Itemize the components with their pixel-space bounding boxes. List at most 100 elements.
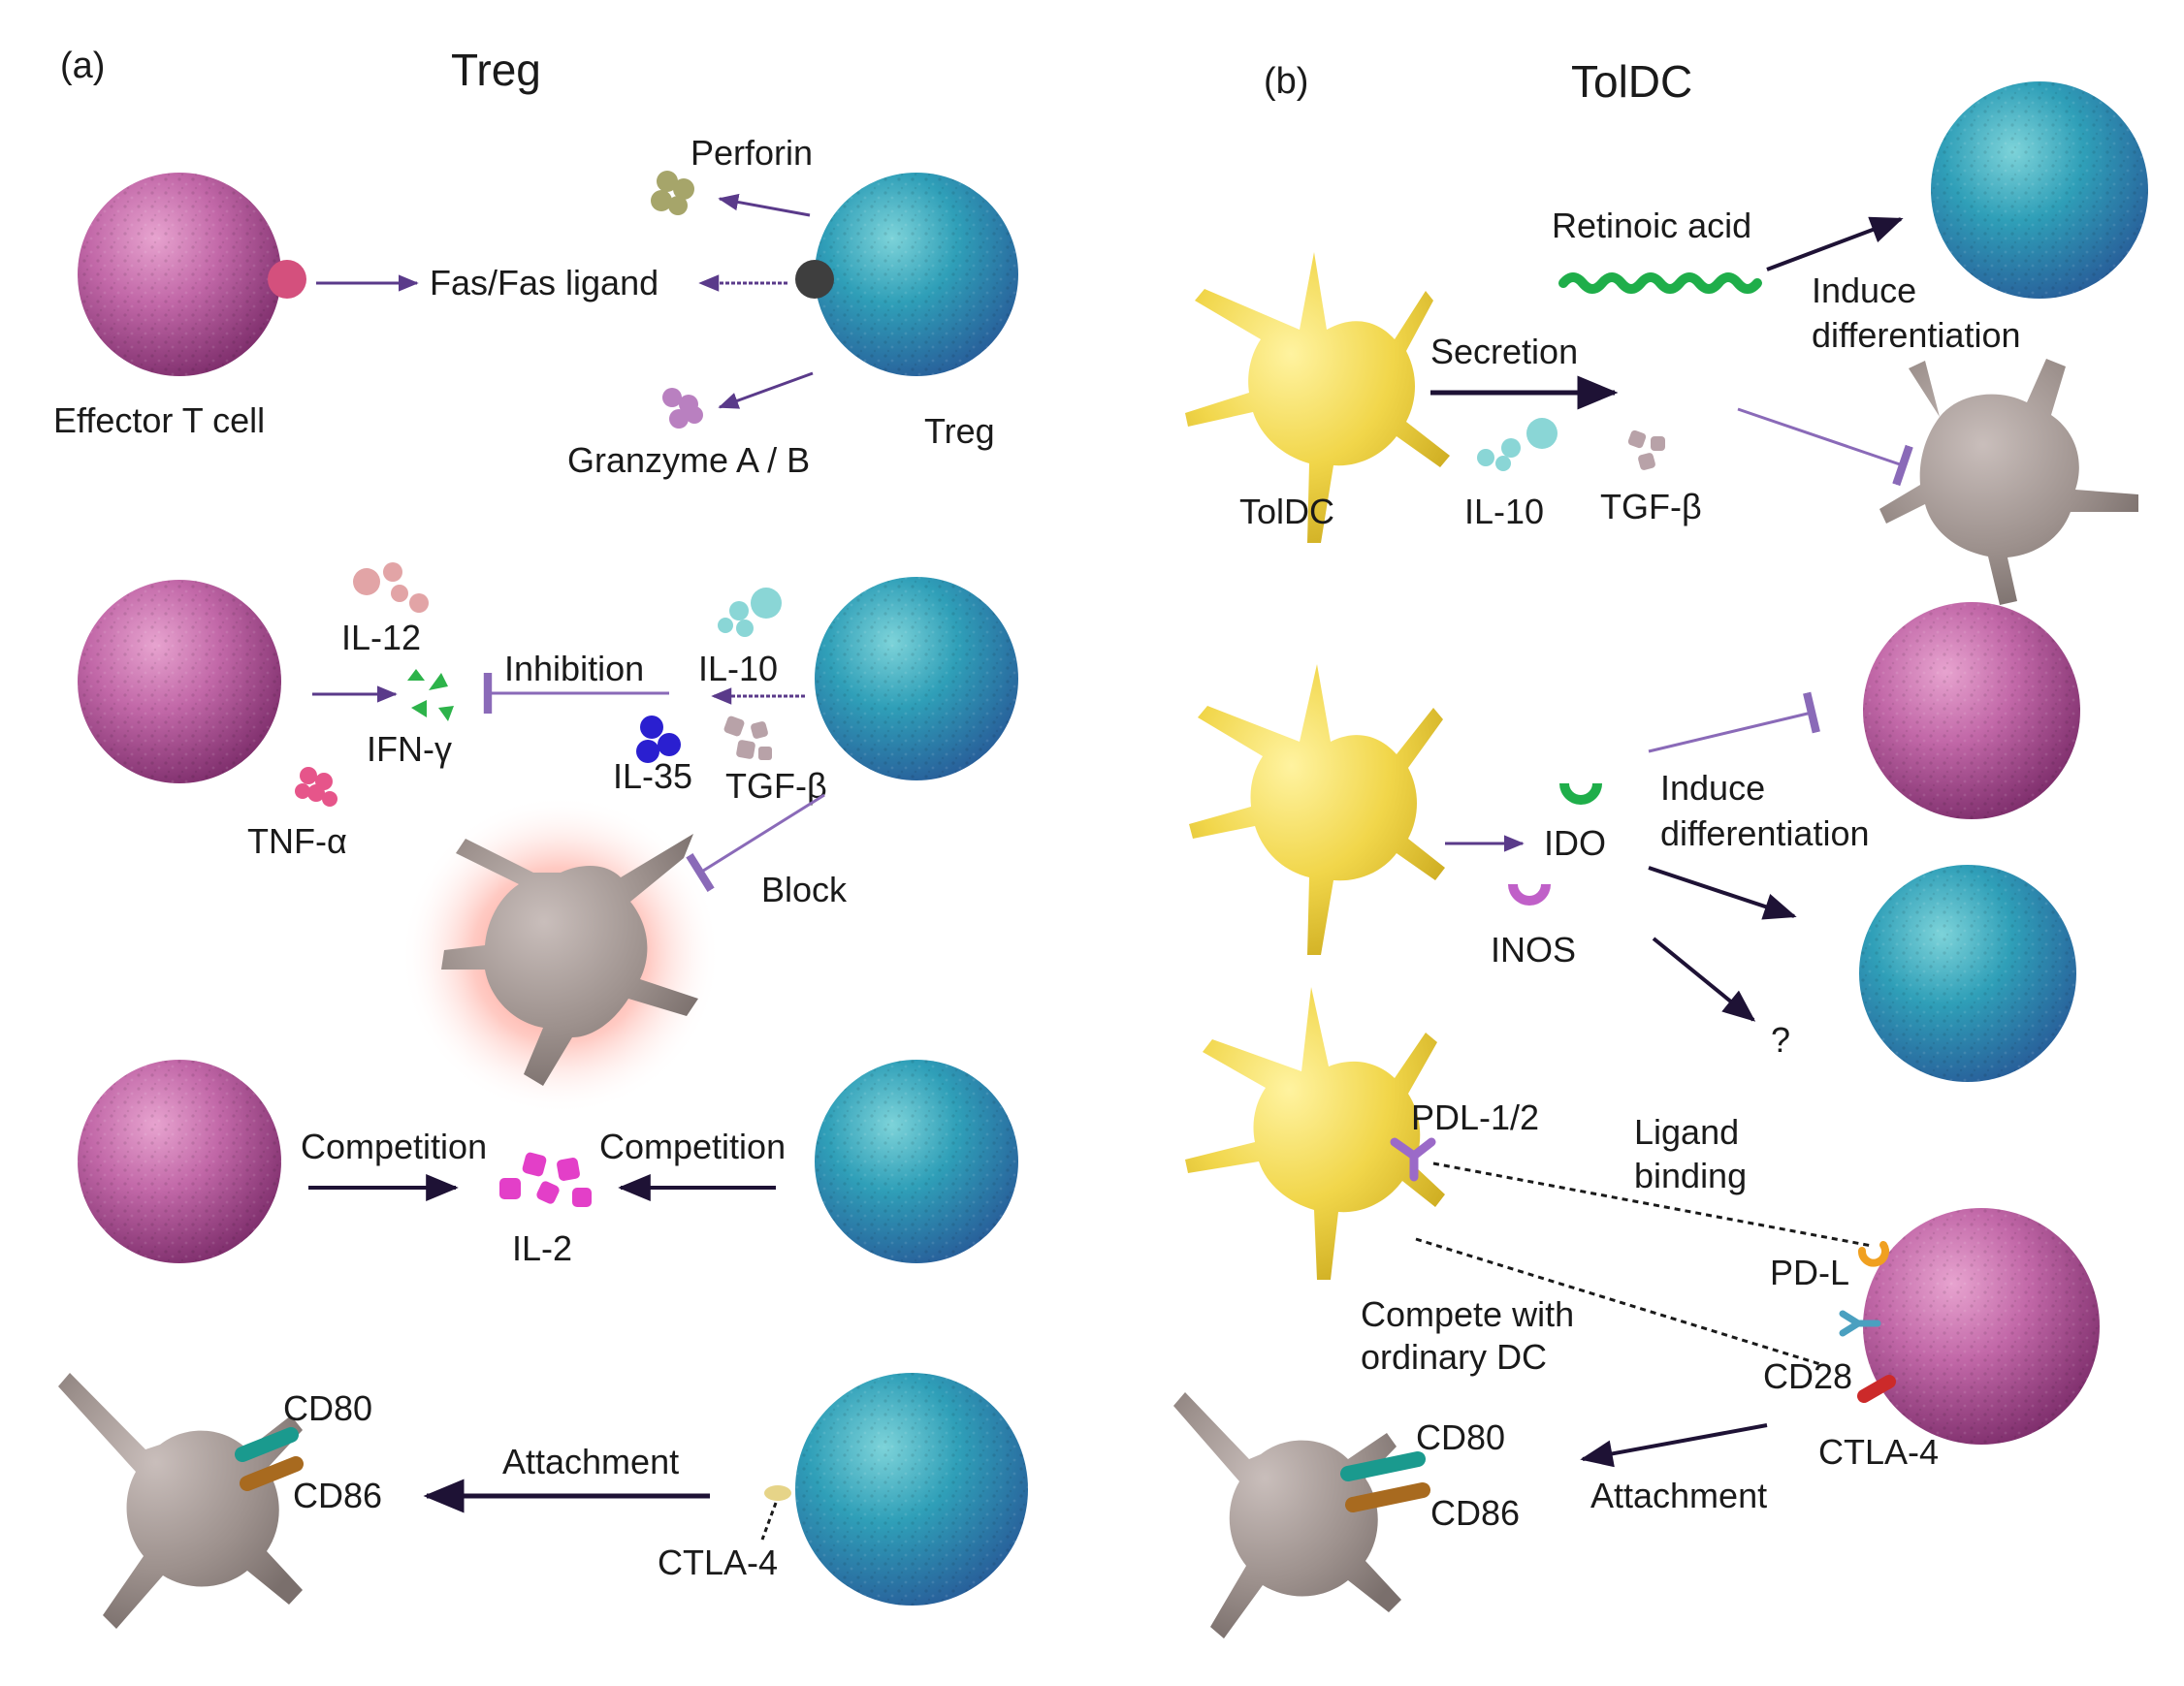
dendritic-cell-blocked bbox=[441, 834, 698, 1086]
il10-molecules-a bbox=[718, 588, 782, 637]
secretion-label: Secretion bbox=[1430, 332, 1578, 371]
panel-b-tag: (b) bbox=[1264, 61, 1308, 102]
ctla4-label-a: CTLA-4 bbox=[658, 1543, 778, 1582]
block-label: Block bbox=[761, 870, 848, 909]
cd80-label-a: CD80 bbox=[283, 1388, 372, 1428]
il10-molecules-b bbox=[1477, 418, 1558, 471]
cd28-receptor bbox=[1839, 1310, 1881, 1337]
fas-receptor bbox=[268, 260, 306, 299]
arrow-ido-to-unknown bbox=[1652, 937, 1756, 1022]
panel-a-tag: (a) bbox=[60, 46, 105, 86]
perforin-label: Perforin bbox=[691, 133, 813, 173]
pd-l-label: PD-L bbox=[1770, 1253, 1849, 1292]
inhibit-dc-line bbox=[1737, 407, 1913, 487]
fas-ligand-label: Fas/Fas ligand bbox=[430, 263, 658, 302]
effector-t-cell-3 bbox=[78, 1060, 281, 1263]
il10-label-a: IL-10 bbox=[698, 649, 778, 688]
ctla4-pointer-a bbox=[760, 1502, 778, 1541]
inos-molecule bbox=[1508, 884, 1551, 906]
cd80-receptor-a bbox=[235, 1427, 299, 1462]
tnf-alpha-molecules bbox=[295, 767, 337, 807]
retinoic-acid-molecule bbox=[1558, 272, 1762, 294]
arrow-attachment-b bbox=[1580, 1423, 1768, 1468]
cd86-receptor-b bbox=[1345, 1482, 1430, 1512]
cd80-receptor-b bbox=[1340, 1451, 1426, 1481]
arrow-retinoic-to-treg bbox=[1766, 216, 1904, 271]
il12-molecules bbox=[353, 562, 429, 613]
cd86-label-a: CD86 bbox=[293, 1476, 382, 1515]
treg-cell-3 bbox=[815, 1060, 1018, 1263]
tgf-beta-label-a: TGF-β bbox=[725, 766, 827, 806]
effector-t-cell-2 bbox=[78, 580, 281, 783]
compete-label: Compete with bbox=[1361, 1294, 1574, 1334]
granzyme-molecules bbox=[662, 388, 703, 429]
tgf-beta-label-b: TGF-β bbox=[1600, 487, 1702, 526]
cd28-label: CD28 bbox=[1763, 1356, 1852, 1396]
inhibit-effector-line bbox=[1648, 691, 1820, 753]
tgf-beta-molecules-a bbox=[723, 716, 772, 760]
pd-l-receptor bbox=[1858, 1241, 1889, 1267]
pdl-receptor bbox=[1390, 1137, 1436, 1182]
il2-label: IL-2 bbox=[512, 1228, 572, 1268]
toldc-cell-2 bbox=[1189, 664, 1445, 955]
ido-molecule bbox=[1559, 783, 1602, 805]
il10-label-b: IL-10 bbox=[1464, 492, 1544, 531]
panel-a-title: Treg bbox=[451, 45, 541, 95]
cd80-label-b: CD80 bbox=[1416, 1417, 1505, 1457]
effector-t-cell bbox=[78, 173, 281, 376]
toldc-cell-3 bbox=[1185, 987, 1445, 1280]
ordinary-dc-label: ordinary DC bbox=[1361, 1337, 1547, 1377]
effector-t-cell-b2 bbox=[1863, 602, 2080, 819]
attachment-label-b: Attachment bbox=[1590, 1476, 1767, 1515]
treg-cell-b2 bbox=[1859, 865, 2076, 1082]
induce-label-b2: Induce bbox=[1660, 768, 1765, 808]
treg-cell-b1 bbox=[1931, 81, 2148, 299]
unknown-outcome-label: ? bbox=[1771, 1020, 1790, 1060]
treg-cell-2 bbox=[815, 577, 1018, 780]
ctla4-label-b: CTLA-4 bbox=[1818, 1432, 1939, 1472]
granzyme-label: Granzyme A / B bbox=[567, 440, 810, 480]
tnf-alpha-label: TNF-α bbox=[247, 821, 347, 861]
cd86-receptor-a bbox=[240, 1456, 304, 1491]
competition-right-label: Competition bbox=[599, 1127, 786, 1166]
inhibition-label: Inhibition bbox=[504, 649, 644, 688]
il12-label: IL-12 bbox=[341, 618, 421, 657]
cd86-label-b: CD86 bbox=[1430, 1493, 1520, 1533]
effector-t-cell-label: Effector T cell bbox=[53, 400, 265, 440]
block-line bbox=[686, 793, 825, 893]
toldc-label: TolDC bbox=[1239, 492, 1334, 531]
binding-label: binding bbox=[1634, 1156, 1747, 1195]
tgf-beta-molecules-b bbox=[1627, 429, 1665, 470]
competition-left-label: Competition bbox=[301, 1127, 487, 1166]
induce-label-b1: Induce bbox=[1812, 270, 1916, 310]
cd28-compete-line bbox=[1415, 1237, 1824, 1367]
treg-cell-4 bbox=[795, 1373, 1028, 1606]
ido-label: IDO bbox=[1544, 823, 1606, 863]
il2-molecules bbox=[499, 1152, 592, 1207]
arrow-ido-to-treg bbox=[1648, 866, 1797, 920]
differentiation-label-b2: differentiation bbox=[1660, 813, 1870, 853]
ifn-gamma-label: IFN-γ bbox=[367, 729, 452, 769]
perforin-molecules bbox=[651, 171, 694, 215]
il35-label: IL-35 bbox=[613, 756, 692, 796]
retinoic-acid-label: Retinoic acid bbox=[1552, 206, 1751, 245]
dendritic-cell-a4 bbox=[58, 1373, 303, 1629]
il35-molecules bbox=[636, 716, 681, 763]
attachment-label-a: Attachment bbox=[502, 1442, 679, 1481]
differentiation-label-b1: differentiation bbox=[1812, 315, 2021, 355]
ifn-gamma-molecules bbox=[407, 669, 454, 721]
arrow-treg-to-perforin bbox=[718, 193, 811, 217]
treg-label: Treg bbox=[924, 411, 995, 451]
dendritic-cell-b3 bbox=[1173, 1392, 1401, 1638]
inos-label: INOS bbox=[1491, 930, 1576, 970]
toldc-cell-1 bbox=[1185, 252, 1450, 543]
ligand-label: Ligand bbox=[1634, 1112, 1739, 1152]
treg-cell bbox=[815, 173, 1018, 376]
fas-ligand bbox=[795, 260, 834, 299]
dendritic-cell-b1 bbox=[1879, 359, 2138, 605]
panel-b-title: TolDC bbox=[1571, 56, 1692, 107]
ctla4-receptor-a bbox=[764, 1485, 791, 1501]
pdl-label: PDL-1/2 bbox=[1411, 1097, 1539, 1137]
effector-t-cell-b3 bbox=[1863, 1208, 2100, 1445]
